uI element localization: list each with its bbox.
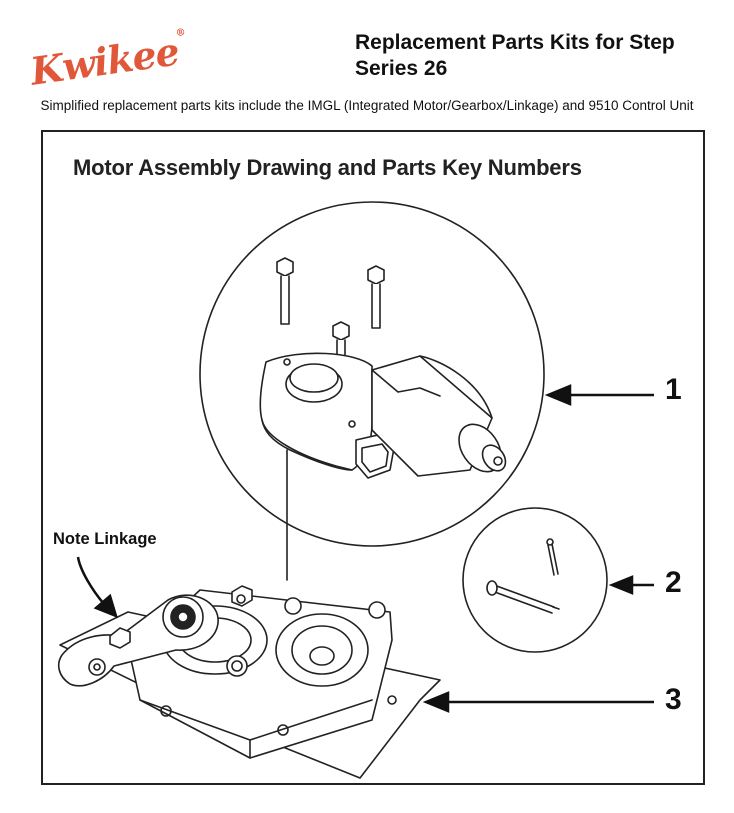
cotter-pin [547, 543, 559, 576]
note-linkage-arrow [76, 556, 105, 605]
bolt-right [367, 265, 385, 329]
gearbox-linkage-assembly [57, 585, 441, 779]
pin-detail-circle [462, 507, 608, 653]
key-number-2: 2 [665, 566, 682, 599]
drawing-heading: Motor Assembly Drawing and Parts Key Num… [73, 155, 582, 180]
note-linkage-label: Note Linkage [53, 530, 157, 548]
drawing-frame [41, 130, 705, 785]
page-subtitle: Simplified replacement parts kits includ… [40, 98, 694, 113]
motor-detail-circle [199, 201, 545, 547]
bolt-left [276, 257, 294, 325]
key-number-3: 3 [665, 683, 682, 716]
page-title: Replacement Parts Kits for Step Series 2… [355, 31, 675, 80]
key-number-1: 1 [665, 373, 682, 406]
clevis-pin [491, 584, 555, 614]
